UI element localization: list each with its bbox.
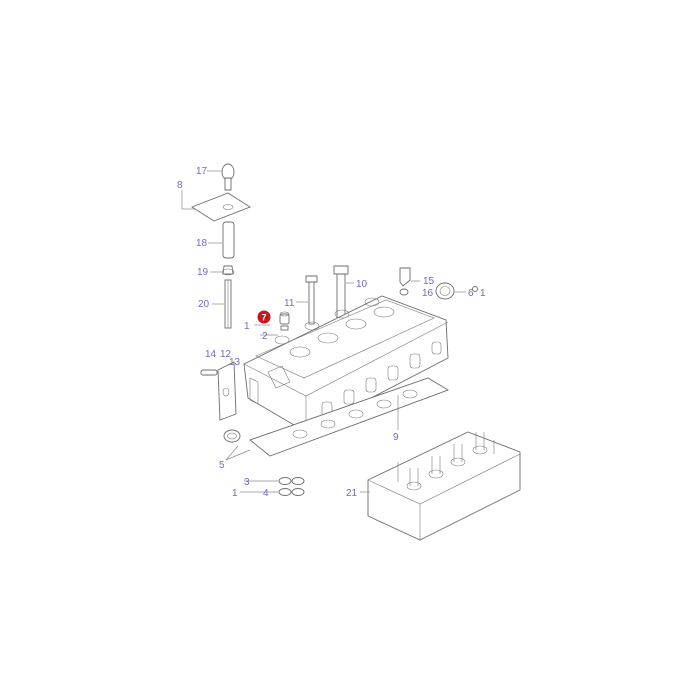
injector-assembly — [191, 163, 251, 329]
part-label-21[interactable]: 21 — [346, 488, 358, 499]
part-label-19[interactable]: 19 — [197, 267, 209, 278]
part-label-5[interactable]: 5 — [219, 460, 225, 471]
cylinder-head — [243, 295, 449, 433]
highlight-marker — [257, 310, 271, 324]
part-label-13[interactable]: 13 — [229, 357, 241, 368]
part-label-1-upper[interactable]: 1 — [244, 321, 250, 332]
part-label-18[interactable]: 18 — [196, 238, 208, 249]
sealing-rings — [278, 477, 305, 496]
side-plate — [200, 361, 237, 421]
part-label-8[interactable]: 8 — [177, 180, 183, 191]
part-label-9[interactable]: 9 — [393, 432, 399, 443]
highlighted-part-callout[interactable]: 7 — [257, 310, 271, 324]
part-label-14[interactable]: 14 — [205, 349, 217, 360]
part-label-4[interactable]: 4 — [263, 488, 269, 499]
head-gasket — [223, 377, 450, 457]
part-label-1-right[interactable]: 1 — [480, 288, 486, 299]
part-label-1-lower[interactable]: 1 — [232, 488, 238, 499]
part-label-15[interactable]: 15 — [423, 276, 435, 287]
part-label-7[interactable]: 7 — [261, 313, 266, 323]
complete-head-assembly — [367, 431, 521, 541]
part-label-10[interactable]: 10 — [356, 279, 368, 290]
part-label-17[interactable]: 17 — [196, 166, 208, 177]
part-label-20[interactable]: 20 — [198, 299, 210, 310]
part-label-2[interactable]: 2 — [262, 331, 268, 342]
valve-seal-part — [279, 313, 290, 325]
leader-lines — [181, 170, 466, 493]
part-labels: 17 8 18 19 20 1 2 11 10 15 16 6 1 14 12 … — [177, 166, 486, 499]
part-label-3[interactable]: 3 — [244, 477, 250, 488]
part-label-11[interactable]: 11 — [284, 298, 295, 309]
part-label-12[interactable]: 12 — [220, 349, 232, 360]
part-label-16[interactable]: 16 — [422, 288, 434, 299]
part-label-6[interactable]: 6 — [468, 288, 474, 299]
